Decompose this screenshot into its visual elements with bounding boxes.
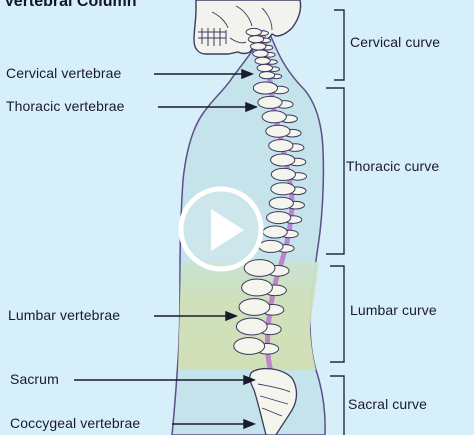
vertebra: [270, 182, 307, 196]
vertebra: [268, 139, 305, 153]
arrow-coccygeal: [172, 418, 257, 430]
play-icon: [178, 186, 264, 272]
label-thoracic-curve: Thoracic curve: [346, 158, 440, 174]
arrow-thoracic: [158, 101, 259, 113]
vertebra: [261, 110, 298, 124]
vertebra: [262, 225, 299, 239]
label-sacrum: Sacrum: [10, 371, 59, 387]
bracket-cervical: [334, 9, 345, 81]
arrow-lumbar: [154, 310, 239, 322]
label-thoracic-vertebrae: Thoracic vertebrae: [6, 98, 125, 114]
jaw-teeth: [198, 28, 247, 46]
vertebra: [250, 42, 274, 51]
sacrum-detail: [257, 383, 291, 417]
vertebra: [241, 278, 287, 297]
vertebra: [252, 81, 290, 95]
label-lumbar-curve: Lumbar curve: [350, 302, 437, 318]
vertebrae-group: [233, 27, 307, 355]
vertebra: [245, 27, 269, 37]
vertebra: [270, 153, 307, 167]
vertebra: [254, 56, 278, 65]
bracket-sacral: [330, 375, 345, 435]
vertebra: [258, 71, 283, 80]
skull-detail: [211, 5, 273, 31]
vertebra: [266, 211, 303, 225]
vertebra: [258, 239, 295, 253]
label-lumbar-vertebrae: Lumbar vertebrae: [8, 307, 121, 323]
bracket-lumbar: [330, 265, 345, 363]
skull: [193, 0, 302, 55]
bracket-thoracic: [326, 87, 345, 255]
play-button[interactable]: [176, 184, 266, 274]
vertebra: [270, 167, 307, 181]
vertebra: [247, 35, 272, 44]
label-cervical-vertebrae: Cervical vertebrae: [6, 65, 122, 81]
arrow-sacrum: [74, 374, 257, 386]
vertebra: [243, 259, 290, 277]
label-sacral-curve: Sacral curve: [348, 396, 428, 412]
label-coccygeal-vertebrae: Coccygeal vertebrae: [10, 415, 141, 431]
vertebra: [233, 337, 280, 355]
diagram-title: Vertebral Column: [4, 0, 137, 10]
arrow-cervical: [154, 68, 255, 80]
vertebra: [256, 63, 280, 73]
sacrum: [249, 367, 298, 435]
vertebra: [268, 196, 305, 210]
vertebra: [235, 317, 282, 336]
label-cervical-curve: Cervical curve: [350, 34, 441, 50]
vertebra: [265, 124, 302, 138]
vertebra: [238, 298, 285, 316]
vertebra: [257, 95, 294, 109]
